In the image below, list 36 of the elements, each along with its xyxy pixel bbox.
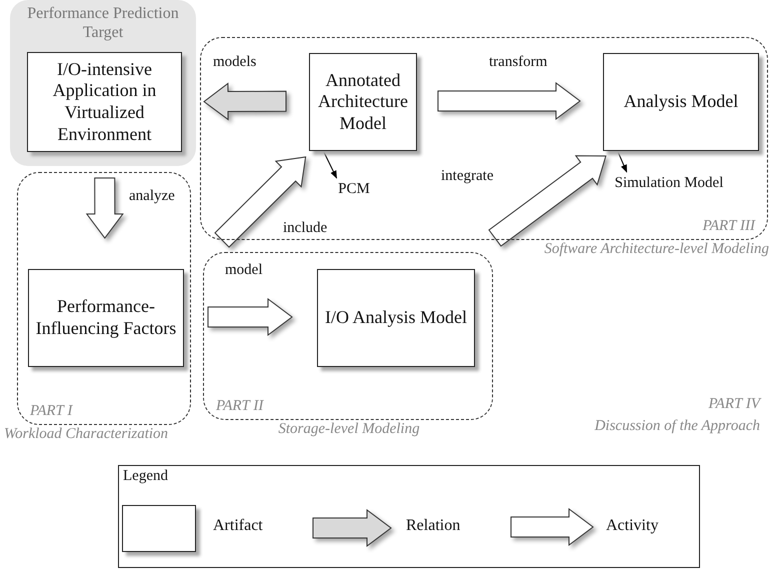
target-region <box>10 0 196 166</box>
block-arrow <box>488 155 606 247</box>
leader-arrow <box>616 150 628 173</box>
block-arrow <box>438 82 581 120</box>
block-arrow <box>208 298 293 336</box>
region-caption: Workload Characterization <box>4 426 170 443</box>
artifact-box <box>603 53 759 151</box>
region-title: Performance Prediction Target <box>26 4 180 42</box>
legend-text: Relation <box>406 517 460 535</box>
edge-label: analyze <box>128 188 176 205</box>
block-arrow <box>214 156 306 248</box>
region-caption: Storage-level Modeling <box>277 421 421 438</box>
part-label: PART II <box>216 398 264 415</box>
legend-text: Artifact <box>213 517 263 535</box>
artifact-box <box>317 269 475 367</box>
artifact-box <box>309 53 417 151</box>
block-arrow <box>203 82 286 120</box>
part-label: PART III <box>702 218 755 235</box>
part-label: PART IV <box>707 396 760 413</box>
box-text: Analysis Model <box>624 91 738 113</box>
box-text: Annotated Architecture Model <box>317 70 409 134</box>
part-label: PART I <box>30 403 72 420</box>
legend-title: Legend <box>123 468 168 485</box>
annotation-text: PCM <box>331 179 377 199</box>
leader-arrow <box>322 150 338 179</box>
edge-label: integrate <box>440 168 494 185</box>
box-text: Performance-Influencing Factors <box>34 296 178 340</box>
annotation-text: Simulation Model <box>609 173 729 193</box>
artifact-box <box>28 269 184 367</box>
block-arrow <box>86 178 124 239</box>
box-text: I/O-intensive Application in Virtualized Environment <box>52 58 158 146</box>
artifact-box <box>27 52 182 152</box>
box-text: I/O Analysis Model <box>325 307 467 329</box>
legend-text: Activity <box>606 517 658 535</box>
part-label: Discussion of the Approach <box>594 418 760 435</box>
region-caption: Software Architecture-level Modeling <box>543 241 769 258</box>
